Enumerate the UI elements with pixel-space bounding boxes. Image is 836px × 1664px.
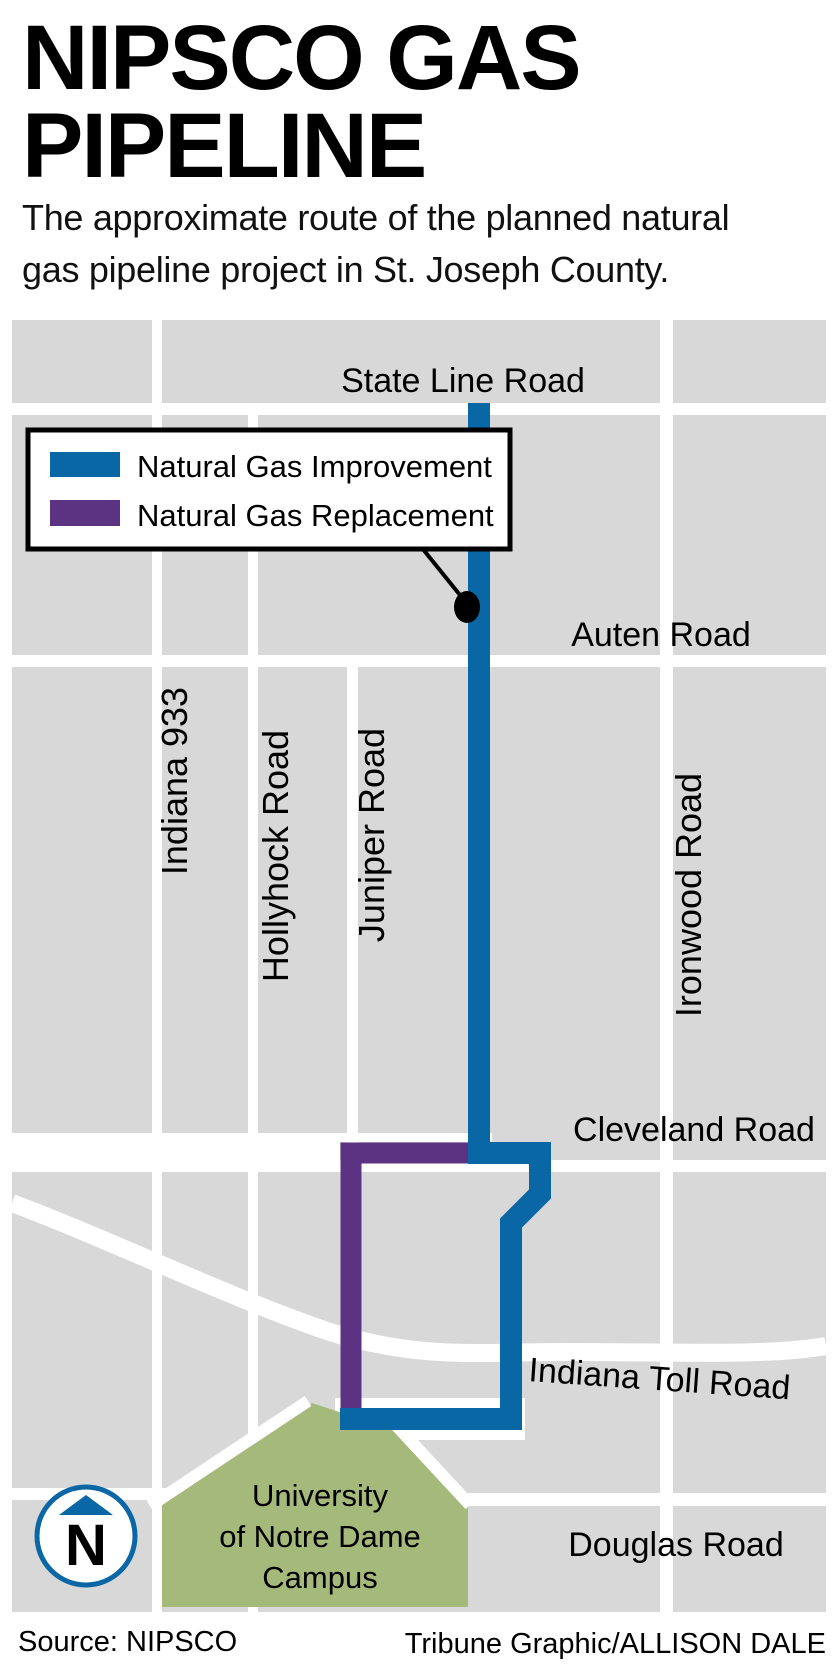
label-hollyhock-road: Hollyhock Road	[255, 730, 296, 982]
street-grid	[8, 320, 828, 1612]
street-ironwood-road	[660, 320, 673, 1612]
north-arrow-letter: N	[65, 1513, 107, 1578]
street-auten-road	[12, 655, 826, 667]
street-campus-east-diagonal	[389, 1418, 475, 1510]
source-credit: Source: NIPSCO	[18, 1626, 238, 1658]
legend-pointer-dot	[454, 591, 480, 623]
north-arrow-roof-icon	[59, 1495, 113, 1515]
label-juniper-road: Juniper Road	[351, 728, 392, 942]
label-indiana-933: Indiana 933	[154, 687, 195, 875]
north-arrow: N	[34, 1484, 138, 1588]
page-title: NIPSCO GAS PIPELINE	[22, 7, 822, 197]
street-indiana-toll-road	[8, 1194, 828, 1363]
legend-swatch-improvement	[50, 452, 120, 477]
graphic-credit: Tribune Graphic/ALLISON DALE	[404, 1628, 826, 1660]
legend-swatch-replacement	[50, 500, 120, 526]
label-cleveland-road: Cleveland Road	[573, 1111, 815, 1149]
footer: Source: NIPSCO Tribune Graphic/ALLISON D…	[0, 1620, 836, 1660]
legend-label-replacement: Natural Gas Replacement	[137, 498, 494, 533]
label-douglas-road: Douglas Road	[568, 1526, 783, 1564]
legend-label-improvement: Natural Gas Improvement	[137, 449, 492, 484]
campus-label-line3: Campus	[262, 1560, 377, 1595]
street-hollyhock-road	[248, 415, 258, 1612]
page-title-line2: PIPELINE	[22, 95, 427, 197]
subtitle-line2: gas pipeline project in St. Joseph Count…	[22, 249, 670, 290]
street-state-line-road	[12, 403, 826, 415]
subtitle: The approximate route of the planned nat…	[22, 192, 822, 296]
street-cleveland-north-strip	[340, 1133, 492, 1142]
campus-label-line2: of Notre Dame	[219, 1519, 421, 1554]
legend-pointer-line	[420, 546, 466, 602]
campus-area	[146, 1396, 475, 1607]
legend: Natural Gas Improvement Natural Gas Repl…	[25, 427, 513, 623]
label-ironwood-road: Ironwood Road	[668, 773, 709, 1017]
street-cleveland-junction-west	[12, 1133, 340, 1172]
page-title-line1: NIPSCO GAS	[22, 7, 582, 109]
legend-box	[25, 427, 513, 552]
pipeline-routes	[340, 403, 551, 1430]
subtitle-line1: The approximate route of the planned nat…	[22, 197, 730, 238]
campus-label: University of Notre Dame Campus	[219, 1478, 421, 1595]
improvement-route	[340, 403, 551, 1430]
label-auten-road: Auten Road	[571, 616, 751, 654]
replacement-route	[340, 1142, 482, 1408]
road-labels: State Line Road Auten Road Cleveland Roa…	[154, 362, 815, 1564]
north-arrow-circle	[34, 1484, 138, 1588]
label-state-line-road: State Line Road	[341, 362, 585, 400]
street-douglas-road-east	[455, 1493, 826, 1506]
street-indiana-933	[152, 320, 162, 1612]
street-juniper-road	[347, 667, 358, 1172]
street-campus-west-diagonal	[146, 1396, 312, 1511]
campus-label-line1: University	[252, 1478, 389, 1513]
header: NIPSCO GAS PIPELINE The approximate rout…	[22, 7, 822, 290]
